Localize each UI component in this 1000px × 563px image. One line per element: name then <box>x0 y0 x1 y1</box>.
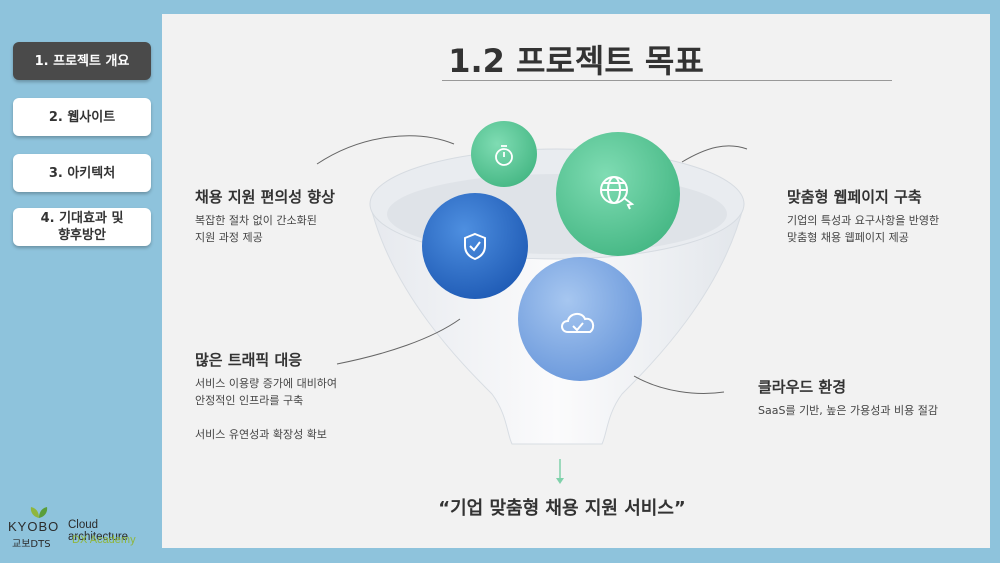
nav-project-overview[interactable]: 1. 프로젝트 개요 <box>13 42 151 80</box>
globe-cursor-icon <box>600 176 635 210</box>
leaf-icon <box>30 507 48 518</box>
cloud-check-icon <box>561 313 595 333</box>
logo-brand: KYOBO <box>8 519 60 534</box>
stopwatch-icon <box>495 145 513 166</box>
connector-line <box>316 135 455 165</box>
logo-brand-sub: 교보DTS <box>12 539 51 550</box>
summary-quote: “기업 맞춤형 채용 지원 서비스” <box>438 498 686 519</box>
goal-desc: 기업의 특성과 요구사항을 반영한 맞춤형 채용 웹페이지 제공 <box>787 214 940 244</box>
goal-heading: 채용 지원 편의성 향상 <box>195 188 335 206</box>
shield-bubble <box>422 193 528 299</box>
company-logo: KYOBO 교보DTS Cloud architecture DX Academ… <box>8 505 160 550</box>
down-arrow-icon <box>556 478 564 484</box>
shield-check-icon <box>464 232 486 261</box>
goal-desc: 서비스 이용량 증가에 대비하여 안정적인 인프라를 구축 서비스 유연성과 확… <box>195 377 338 441</box>
logo-tagline: Cloud architecture <box>68 519 129 543</box>
nav-label: 4. 기대효과 및 향후방안 <box>40 211 124 243</box>
nav-label: 1. 프로젝트 개요 <box>34 53 130 69</box>
nav-architecture[interactable]: 3. 아키텍처 <box>13 154 151 192</box>
logo-academy: DX Academy <box>72 534 136 546</box>
page-title: 1.2 프로젝트 목표 <box>448 42 704 80</box>
connector-line <box>633 375 725 394</box>
connector-line <box>336 318 461 365</box>
globe-bubble <box>556 132 680 256</box>
cloud-bubble <box>518 257 642 381</box>
nav-website[interactable]: 2. 웹사이트 <box>13 98 151 136</box>
goal-heading: 많은 트래픽 대응 <box>195 351 303 369</box>
funnel-diagram <box>316 121 748 484</box>
slide: 1.2 프로젝트 목표 <box>162 14 990 548</box>
title-divider <box>442 80 892 81</box>
goal-desc: 복잡한 절차 없이 간소화된 지원 과정 제공 <box>195 214 317 244</box>
nav-label: 2. 웹사이트 <box>48 109 116 125</box>
goal-desc: SaaS를 기반, 높은 가용성과 비용 절감 <box>758 404 938 417</box>
connector-line <box>681 145 748 163</box>
sidebar: 1. 프로젝트 개요 2. 웹사이트 3. 아키텍처 4. 기대효과 및 향후방… <box>0 0 162 563</box>
goal-heading: 맞춤형 웹페이지 구축 <box>787 188 922 206</box>
nav-expected-effects[interactable]: 4. 기대효과 및 향후방안 <box>13 208 151 246</box>
goal-heading: 클라우드 환경 <box>758 378 847 396</box>
nav-label: 3. 아키텍처 <box>48 165 116 181</box>
